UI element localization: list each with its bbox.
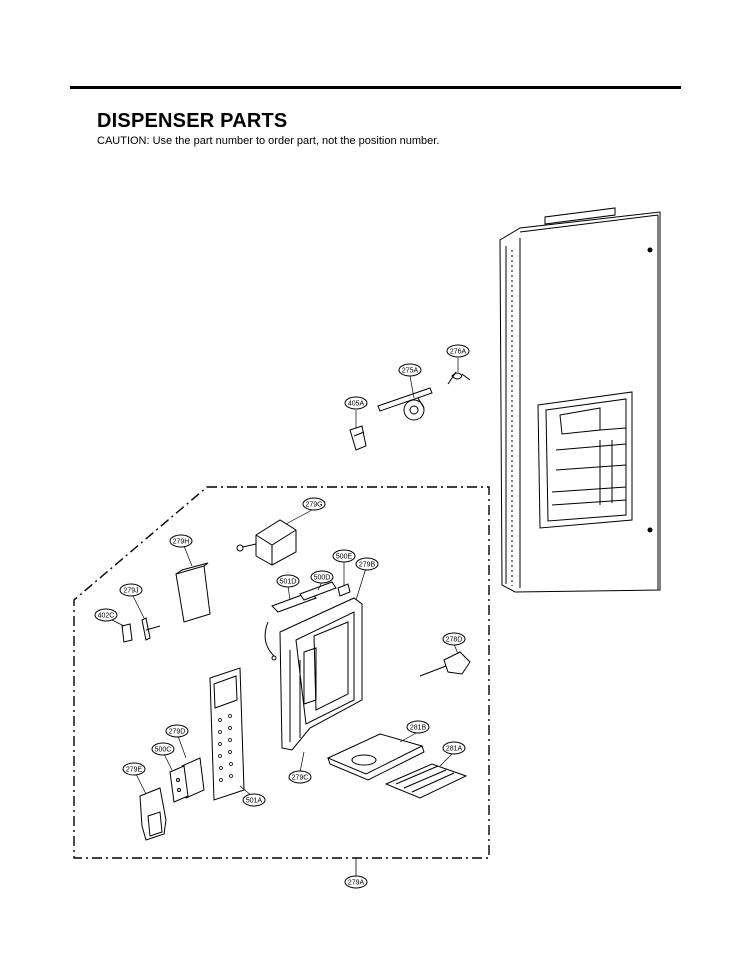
svg-text:501D: 501D: [280, 579, 297, 586]
svg-text:279C: 279C: [292, 775, 309, 782]
callout-278D: 278D: [442, 632, 466, 646]
svg-text:279B: 279B: [359, 562, 376, 569]
caution-note: CAUTION: Use the part number to order pa…: [97, 135, 440, 147]
svg-text:275A: 275A: [402, 368, 419, 375]
svg-text:501A: 501A: [246, 798, 263, 805]
part-275A: [377, 387, 433, 421]
part-276A: [447, 371, 471, 385]
part-500C: [169, 765, 189, 803]
part-500D: [299, 581, 337, 601]
callout-402C: 402C: [94, 608, 118, 622]
callout-281A: 281A: [442, 741, 466, 755]
part-279B-housing: [279, 597, 363, 751]
svg-text:500C: 500C: [155, 747, 172, 754]
assembly-boundary: [73, 486, 490, 859]
part-281A: [384, 763, 468, 799]
svg-text:279H: 279H: [173, 539, 190, 546]
callout-279D: 279D: [165, 724, 189, 738]
callout-279H: 279H: [169, 534, 193, 548]
callout-500D: 500D: [310, 570, 334, 584]
svg-text:279D: 279D: [169, 729, 186, 736]
part-405A: [349, 425, 367, 451]
callout-501A: 501A: [242, 793, 266, 807]
svg-text:279G: 279G: [305, 502, 322, 509]
part-281B: [326, 733, 425, 781]
svg-text:278D: 278D: [446, 637, 463, 644]
callout-501D: 501D: [276, 574, 300, 588]
callout-279B: 279B: [355, 557, 379, 571]
part-278D: [419, 651, 471, 677]
svg-text:281A: 281A: [446, 746, 463, 753]
part-279E: [139, 787, 167, 841]
callout-279G: 279G: [302, 497, 326, 511]
callout-281B: 281B: [406, 720, 430, 734]
callout-279A: 279A: [344, 875, 368, 889]
callout-275A: 275A: [398, 363, 422, 377]
leader-lines: [111, 358, 459, 797]
svg-text:276A: 276A: [450, 349, 467, 356]
callout-405A: 405A: [344, 396, 368, 410]
part-402C: [121, 623, 133, 643]
page-title: DISPENSER PARTS: [97, 110, 288, 132]
svg-text:279J: 279J: [123, 588, 138, 595]
svg-text:281B: 281B: [410, 725, 427, 732]
part-279G: [236, 519, 297, 566]
callout-276A: 276A: [446, 344, 470, 358]
door-panel: [499, 207, 661, 593]
callout-279E: 279E: [122, 762, 146, 776]
svg-text:500E: 500E: [336, 554, 353, 561]
svg-text:500D: 500D: [314, 575, 331, 582]
svg-text:279A: 279A: [348, 880, 365, 887]
callout-500E: 500E: [332, 549, 356, 563]
svg-text:405A: 405A: [348, 401, 365, 408]
svg-text:279E: 279E: [126, 767, 143, 774]
part-279H: [175, 562, 211, 623]
part-501A-panel: [209, 667, 245, 801]
svg-text:402C: 402C: [98, 613, 115, 620]
callout-279J: 279J: [119, 583, 143, 597]
part-500E: [337, 583, 351, 597]
part-279J: [141, 617, 161, 641]
callout-279C: 279C: [288, 770, 312, 784]
header-rule: [70, 86, 681, 89]
callout-500C: 500C: [151, 742, 175, 756]
